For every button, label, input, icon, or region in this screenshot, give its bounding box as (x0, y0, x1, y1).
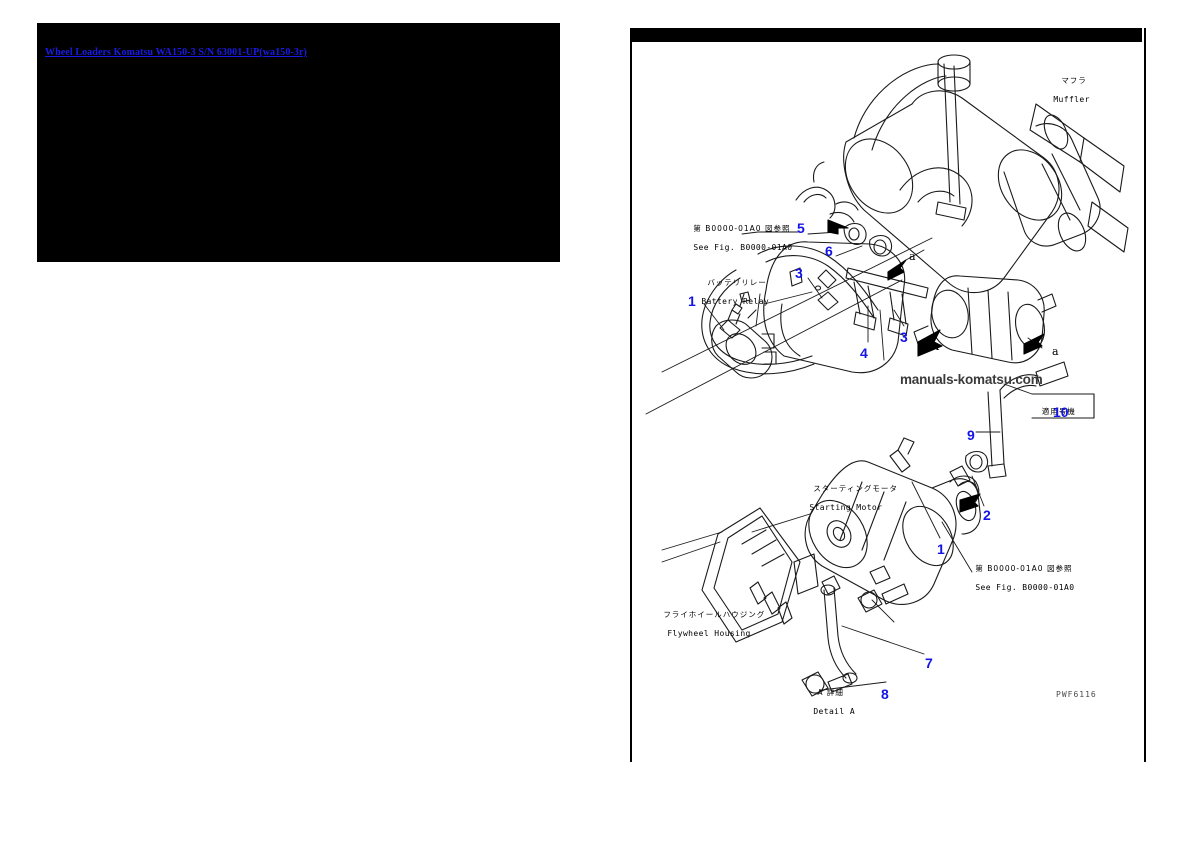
callout-6: 6 (825, 243, 833, 259)
callout-4: 4 (860, 345, 868, 361)
callout-10: 10 (1053, 404, 1069, 420)
black-banner-panel: Wheel Loaders Komatsu WA150-3 S/N 63001-… (37, 23, 560, 262)
wheel-loaders-komatsu-link[interactable]: Wheel Loaders Komatsu WA150-3 S/N 63001-… (45, 47, 307, 58)
callout-1: 1 (688, 293, 696, 309)
sheet-top-black-bar (630, 28, 1142, 42)
watermark-text: manuals-komatsu.com (900, 372, 1043, 387)
section-mark-a-top: a (909, 250, 916, 263)
callout-2: 2 (983, 507, 991, 523)
section-mark-a-right: a (1052, 345, 1059, 358)
label-flywheel-housing: フライホイールハウジング Flywheel Housing (663, 609, 766, 638)
label-muffler: マフラ Muffler (1053, 75, 1090, 104)
callout-3-left: 3 (795, 265, 803, 281)
label-battery-relay: バッテリリレー Battery Relay (701, 277, 770, 306)
parts-line-drawing (645, 54, 1129, 697)
drawing-code-text: PWF6116 (1056, 690, 1097, 699)
label-starting-motor: スターティングモータ Starting Motor (809, 483, 898, 512)
callout-9: 9 (967, 427, 975, 443)
label-see-fig-bottom: 第 B0000-01A0 図参照 See Fig. B0000-01A0 (975, 563, 1075, 592)
label-detail-a: A 詳細 Detail A (813, 687, 856, 716)
callout-5: 5 (797, 220, 805, 236)
label-see-fig-top: 第 B0000-01A0 図参照 See Fig. B0000-01A0 (693, 223, 793, 252)
callout-1-lower: 1 (937, 541, 945, 557)
callout-7: 7 (925, 655, 933, 671)
parts-diagram-sheet: 第 B0000-01A0 図参照 See Fig. B0000-01A0 マフラ… (630, 28, 1146, 762)
callout-3-right: 3 (900, 329, 908, 345)
section-mark-A: A (931, 340, 939, 353)
diagram-canvas: 第 B0000-01A0 図参照 See Fig. B0000-01A0 マフラ… (632, 42, 1140, 758)
callout-8: 8 (881, 686, 889, 702)
label-serial-note: 適用号機 Serial No.63001~63013 (1041, 406, 1140, 428)
